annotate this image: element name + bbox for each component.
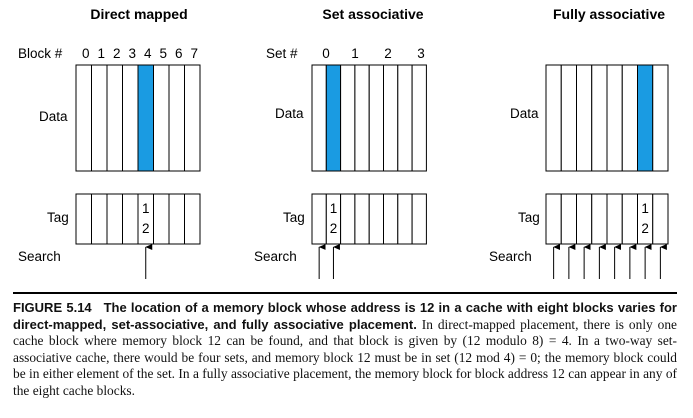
fully-data-cell-4 (606, 64, 623, 172)
fully-associative-panel: Data Tag 12 Search (489, 64, 669, 279)
set-data-cell-7 (411, 64, 427, 172)
direct-data-cell-5 (153, 64, 170, 172)
tag-digit: 1 (142, 201, 150, 216)
search-label-set: Search (254, 249, 297, 264)
set-tag-cell-6 (397, 193, 413, 245)
direct-data-cell-4 (137, 64, 154, 172)
index-number: 5 (159, 46, 167, 61)
fully-tag-array: 12 (545, 193, 669, 245)
fully-data-cell-7 (652, 64, 669, 172)
fully-tag-cell-1 (560, 193, 577, 245)
direct-data-cell-1 (91, 64, 108, 172)
set-tag-cell-3 (354, 193, 370, 245)
fully-tag-cell-7 (652, 193, 669, 245)
direct-data-cell-3 (122, 64, 139, 172)
direct-tag-array: 12 (75, 193, 201, 245)
search-label-direct: Search (18, 249, 61, 264)
fully-tag-cell-0 (545, 193, 562, 245)
data-label-direct: Data (39, 109, 68, 124)
tag-digit: 2 (641, 221, 649, 236)
fully-data-array (545, 64, 669, 172)
direct-tag-cell-3 (122, 193, 139, 245)
figure-label: FIGURE 5.14 (13, 300, 92, 315)
set-data-cell-0 (311, 64, 327, 172)
index-number: 3 (128, 46, 136, 61)
search-label-fully: Search (489, 249, 532, 264)
index-number: 2 (113, 46, 121, 61)
direct-data-cell-6 (168, 64, 185, 172)
index-number: 1 (351, 46, 359, 61)
set-data-array (311, 64, 427, 172)
index-number: 4 (144, 46, 152, 61)
tag-label-fully: Tag (518, 210, 540, 225)
direct-data-array (75, 64, 201, 172)
set-tag-cell-4 (368, 193, 385, 245)
title-direct-mapped: Direct mapped (90, 6, 187, 22)
tag-digit: 1 (330, 201, 338, 216)
set-search-arrows (318, 244, 340, 279)
direct-tag-cell-1 (91, 193, 108, 245)
fully-tag-cell-4 (606, 193, 623, 245)
direct-data-cell-0 (75, 64, 92, 172)
data-label-fully: Data (510, 106, 539, 121)
set-tag-cell-0 (311, 193, 327, 245)
direct-tag-cell-6 (168, 193, 185, 245)
index-number: 1 (97, 46, 105, 61)
data-label-set: Data (275, 106, 304, 121)
set-number-label: Set # (266, 46, 298, 61)
set-number-row: 0 1 2 3 (322, 46, 425, 61)
fully-data-cell-6 (637, 64, 654, 172)
fully-tag-cell-2 (576, 193, 593, 245)
direct-tag-cell-7 (184, 193, 201, 245)
set-tag-cell-7 (411, 193, 427, 245)
index-number: 3 (417, 46, 425, 61)
fully-data-cell-2 (576, 64, 593, 172)
direct-tag-cell-0 (75, 193, 92, 245)
index-number: 7 (190, 46, 198, 61)
set-data-cell-6 (397, 64, 413, 172)
fully-data-cell-0 (545, 64, 562, 172)
title-set-associative: Set associative (322, 6, 423, 22)
set-data-cell-2 (340, 64, 356, 172)
index-number: 0 (82, 46, 90, 61)
set-tag-array: 12 (311, 193, 427, 245)
tag-label-set: Tag (283, 210, 305, 225)
fully-search-arrows (553, 244, 667, 279)
direct-tag-cell-5 (153, 193, 170, 245)
fully-data-cell-5 (621, 64, 638, 172)
title-fully-associative: Fully associative (553, 6, 665, 22)
set-data-cell-1 (325, 64, 342, 172)
fully-data-cell-1 (560, 64, 577, 172)
figure-body: In direct-mapped placement, there is onl… (13, 316, 677, 398)
tag-label-direct: Tag (47, 210, 69, 225)
fully-data-cell-3 (591, 64, 608, 172)
set-tag-cell-2 (340, 193, 356, 245)
set-data-cell-5 (383, 64, 399, 172)
fully-tag-cell-5 (621, 193, 638, 245)
index-number: 6 (175, 46, 183, 61)
tag-digit: 1 (641, 201, 649, 216)
tag-digit: 2 (330, 221, 338, 236)
direct-data-cell-7 (184, 64, 201, 172)
tag-digit: 2 (142, 221, 150, 236)
fully-tag-cell-3 (591, 193, 608, 245)
index-number: 2 (384, 46, 392, 61)
block-number-label: Block # (18, 46, 63, 61)
index-number: 0 (322, 46, 330, 61)
figure-caption: FIGURE 5.14 The location of a memory blo… (13, 292, 677, 410)
set-data-cell-4 (368, 64, 385, 172)
set-data-cell-3 (354, 64, 370, 172)
cache-placement-diagram: Direct mapped Set associative Fully asso… (18, 6, 669, 279)
figure-title: The location of a memory block whose add… (13, 300, 677, 332)
direct-tag-cell-2 (106, 193, 123, 245)
set-tag-cell-5 (383, 193, 399, 245)
direct-data-cell-2 (106, 64, 123, 172)
